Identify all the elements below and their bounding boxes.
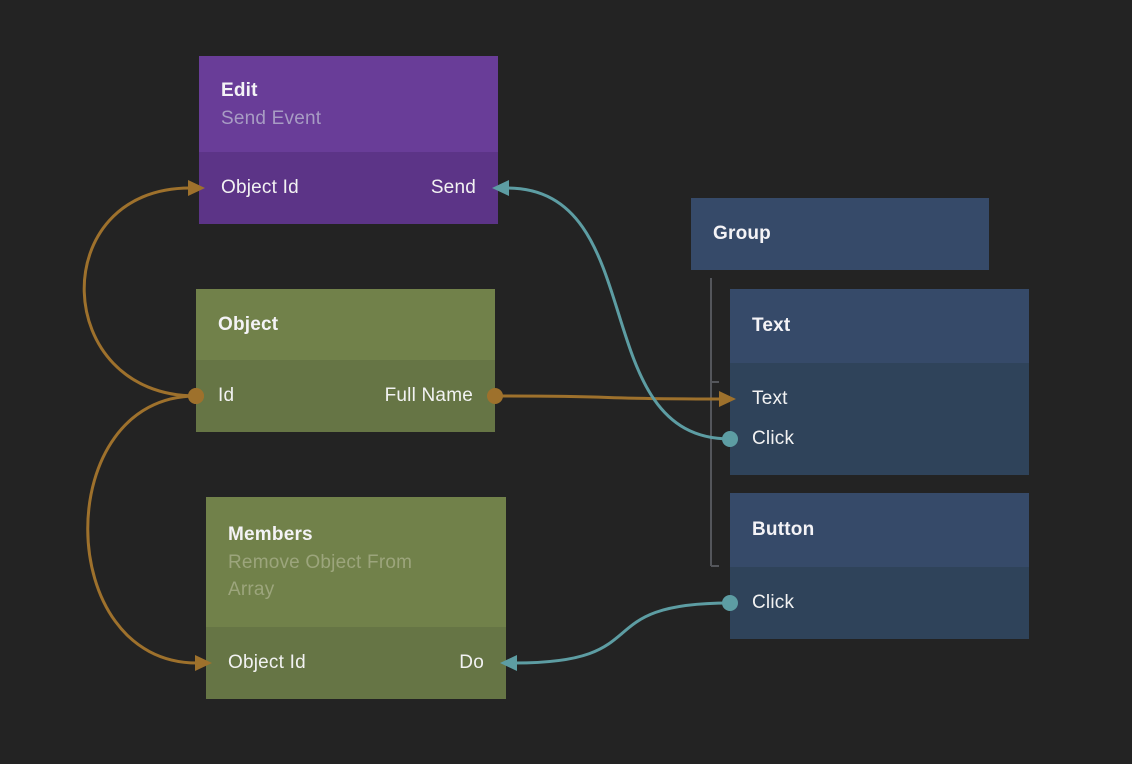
- group-children-tree-line: [710, 278, 719, 567]
- node-title: Edit: [221, 79, 258, 101]
- port-row: Object Id Do: [206, 643, 506, 683]
- node-title: Button: [752, 519, 815, 540]
- port-object-full-name[interactable]: Full Name: [384, 385, 473, 406]
- node-body: Object Id Send: [199, 152, 498, 224]
- port-button-click[interactable]: Click: [752, 592, 795, 613]
- node-title: Text: [752, 315, 791, 336]
- node-header[interactable]: Object: [196, 289, 495, 360]
- node-subtitle: Remove Object From Array: [228, 552, 413, 600]
- node-title: Members: [228, 524, 313, 545]
- port-edit-object-id[interactable]: Object Id: [221, 177, 299, 198]
- node-header[interactable]: Text: [730, 289, 1029, 363]
- port-text-click[interactable]: Click: [752, 428, 795, 449]
- wire-object-id-to-members-object-id[interactable]: [86, 394, 199, 665]
- port-row: Click: [730, 583, 1029, 623]
- node-body: Object Id Do: [206, 627, 506, 699]
- wire-button-click-to-members-do[interactable]: [513, 601, 732, 665]
- node-group[interactable]: Group: [691, 198, 989, 270]
- port-edit-send[interactable]: Send: [430, 177, 476, 198]
- node-header[interactable]: Button: [730, 493, 1029, 567]
- wire-object-id-to-edit-object-id[interactable]: [82, 186, 198, 398]
- node-header[interactable]: Group: [691, 198, 989, 270]
- port-row: Object Id Send: [199, 168, 498, 208]
- port-members-object-id[interactable]: Object Id: [228, 652, 306, 673]
- node-title: Group: [713, 223, 771, 244]
- port-members-do[interactable]: Do: [459, 652, 484, 673]
- node-title: Object: [218, 313, 279, 335]
- node-body: Id Full Name: [196, 360, 495, 432]
- port-row: Click: [730, 419, 1029, 459]
- port-object-id[interactable]: Id: [218, 385, 235, 406]
- port-row: Id Full Name: [196, 376, 495, 416]
- wire-object-full-name-to-text-text[interactable]: [493, 394, 723, 401]
- port-text-text[interactable]: Text: [752, 388, 788, 409]
- port-row: Text: [730, 379, 1029, 419]
- node-body: Click: [730, 567, 1029, 639]
- node-subtitle: Send Event: [221, 107, 322, 129]
